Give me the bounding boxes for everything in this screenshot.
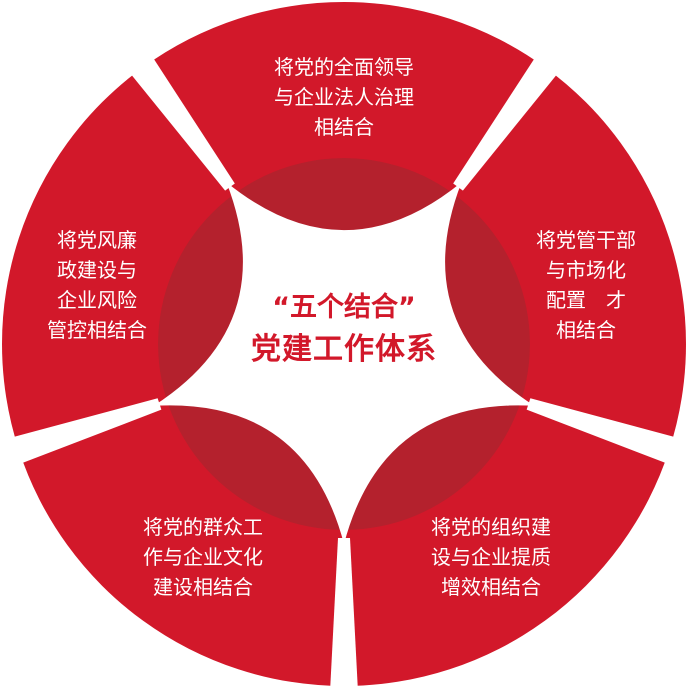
segment-gap xyxy=(453,54,560,191)
segment-label-right: 将党管干部 与市场化 配置 才 相结合 xyxy=(501,225,671,345)
segment-label-line: 与市场化 xyxy=(546,258,626,282)
center-star-shape xyxy=(153,182,535,544)
segment-gaps xyxy=(8,54,680,689)
segment-label-line: 政建设与 xyxy=(57,258,137,282)
segment-label-line: 相结合 xyxy=(314,115,374,139)
segment-label-left: 将党风廉 政建设与 企业风险 管控相结合 xyxy=(12,225,182,345)
segment-label-line: 设与企业提质 xyxy=(431,545,551,569)
segment-label-line: 增效相结合 xyxy=(441,575,541,599)
segment-gap xyxy=(8,398,162,465)
segment-label-line: 将党风廉 xyxy=(57,228,137,252)
segment-gap xyxy=(330,538,358,689)
segment-label-line: 相结合 xyxy=(556,318,616,342)
segment-label-line: 将党的组织建 xyxy=(431,515,551,539)
segment-label-line: 与企业法人治理 xyxy=(274,85,414,109)
center-title-line2: 党建工作体系 xyxy=(251,332,437,367)
segment-label-line: 作与企业文化 xyxy=(143,545,263,569)
center-title: “五个结合” 党建工作体系 xyxy=(251,288,437,372)
segment-label-line: 企业风险 xyxy=(57,288,137,312)
center-title-line1: “五个结合” xyxy=(272,292,416,323)
segment-label-line: 将党管干部 xyxy=(536,228,636,252)
segment-gap xyxy=(526,398,680,465)
segment-label-bottom-left: 将党的群众工 作与企业文化 建设相结合 xyxy=(118,512,288,602)
segment-label-bottom-right: 将党的组织建 设与企业提质 增效相结合 xyxy=(406,512,576,602)
segment-label-line: 配置 才 xyxy=(546,288,626,312)
segment-label-line: 将党的全面领导 xyxy=(274,55,414,79)
segment-label-line: 管控相结合 xyxy=(47,318,147,342)
segment-label-line: 将党的群众工 xyxy=(143,515,263,539)
segment-label-line: 建设相结合 xyxy=(153,575,253,599)
segment-gap xyxy=(128,54,235,191)
segment-label-top: 将党的全面领导 与企业法人治理 相结合 xyxy=(259,52,429,142)
